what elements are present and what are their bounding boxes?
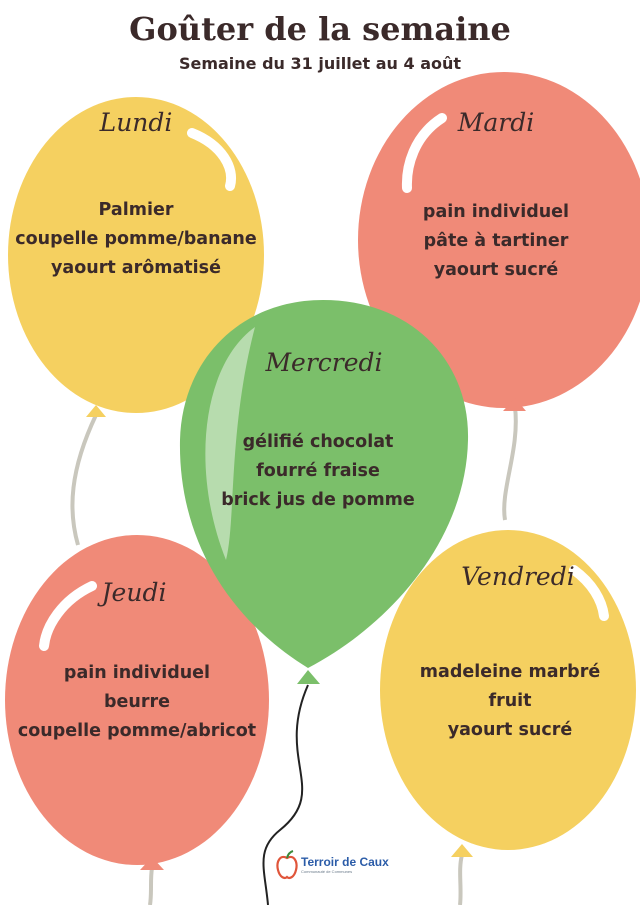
menu-item: Palmier xyxy=(98,200,174,220)
page-subtitle: Semaine du 31 juillet au 4 août xyxy=(178,54,462,73)
menu-item: fruit xyxy=(488,691,532,711)
menu-vendredi: madeleine marbré fruit yaourt sucré xyxy=(390,658,630,745)
apple-icon xyxy=(276,850,298,879)
day-title-mardi: Mardi xyxy=(457,108,535,137)
balloon-string xyxy=(502,406,518,521)
day-title-lundi: Lundi xyxy=(99,108,173,137)
balloon-lundi xyxy=(8,97,264,417)
menu-item: yaourt sucré xyxy=(447,720,573,740)
menu-mardi: pain individuel pâte à tartiner yaourt s… xyxy=(376,198,616,285)
page-title: Goûter de la semaine xyxy=(129,10,511,48)
day-title-vendredi: Vendredi xyxy=(461,562,575,591)
menu-item: coupelle pomme/banane xyxy=(15,229,257,249)
menu-item: brick jus de pomme xyxy=(221,490,415,510)
balloon-string xyxy=(148,867,154,905)
balloon-jeudi xyxy=(5,535,269,870)
menu-item: fourré fraise xyxy=(256,461,380,481)
menu-item: pâte à tartiner xyxy=(423,231,569,251)
day-title-jeudi: Jeudi xyxy=(101,578,167,607)
balloon-string xyxy=(262,684,309,905)
menu-item: madeleine marbré xyxy=(419,662,601,682)
menu-item: gélifié chocolat xyxy=(242,432,394,452)
menu-item: yaourt arômatisé xyxy=(51,258,221,278)
balloon-string xyxy=(70,414,98,546)
balloon-mercredi xyxy=(179,300,469,684)
menu-item: pain individuel xyxy=(422,202,570,222)
day-title-mercredi: Mercredi xyxy=(265,348,383,377)
balloon-mardi xyxy=(358,72,640,411)
balloon-vendredi xyxy=(380,530,636,857)
menu-mercredi: gélifié chocolat fourré fraise brick jus… xyxy=(198,428,438,515)
menu-jeudi: pain individuel beurre coupelle pomme/ab… xyxy=(6,659,268,746)
terroir-de-caux-logo: Terroir de Caux Communauté de Communes xyxy=(276,848,389,882)
logo-subtitle: Communauté de Communes xyxy=(301,869,353,874)
balloon-string xyxy=(458,854,464,905)
menu-lundi: Palmier coupelle pomme/banane yaourt arô… xyxy=(6,196,266,283)
menu-item: coupelle pomme/abricot xyxy=(17,721,257,741)
menu-item: beurre xyxy=(104,692,170,712)
menu-item: yaourt sucré xyxy=(433,260,559,280)
menu-item: pain individuel xyxy=(63,663,211,683)
logo-name: Terroir de Caux xyxy=(301,855,389,869)
